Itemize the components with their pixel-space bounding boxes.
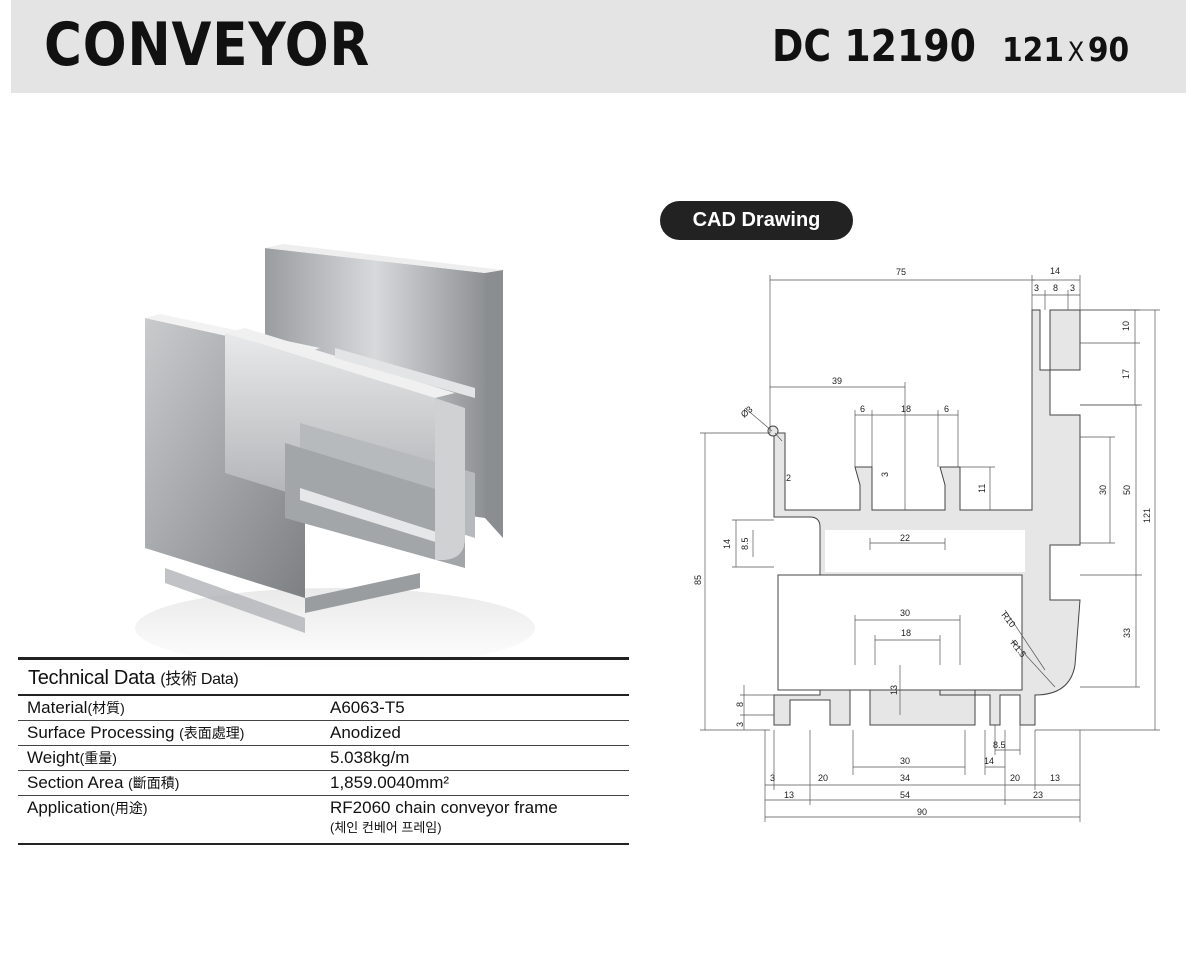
- dim-label: 30: [1098, 485, 1108, 495]
- dim-label: 3: [770, 773, 775, 783]
- dim-label: 14: [984, 756, 994, 766]
- dim-width: 121: [1002, 30, 1065, 69]
- dim-label: Ø3: [739, 404, 755, 419]
- dim-label: 30: [900, 608, 910, 618]
- dim-label: 13: [784, 790, 794, 800]
- dim-label: 10: [1121, 321, 1131, 331]
- header-bar: [11, 0, 1186, 93]
- dim-label: 13: [889, 685, 899, 695]
- dim-label: 85: [693, 575, 703, 585]
- dimension-labels: 75 14 3 8 3 10 17 39 6 18 6 Ø3 3 2 11 30…: [693, 266, 1152, 817]
- table-row: Application(用途) RF2060 chain conveyor fr…: [18, 796, 629, 845]
- dim-label: 3: [880, 472, 890, 477]
- page-title: CONVEYOR: [44, 10, 371, 80]
- dim-label: 54: [900, 790, 910, 800]
- row-key-text: Weight: [27, 748, 80, 767]
- dim-label: 8.5: [993, 740, 1006, 750]
- dim-label: 13: [1050, 773, 1060, 783]
- row-key-text: Application: [27, 798, 111, 817]
- row-key-sub: (材質): [87, 700, 125, 716]
- row-key: Section Area (斷面積): [18, 771, 330, 795]
- dimension-lines: [700, 275, 1160, 822]
- dim-label: 8: [735, 702, 745, 707]
- table-title-text: Technical Data: [28, 667, 155, 689]
- row-value-text: RF2060 chain conveyor frame: [330, 798, 558, 817]
- dim-label: 75: [896, 267, 906, 277]
- dim-label: 22: [900, 533, 910, 543]
- row-value: 5.038kg/m: [330, 748, 410, 767]
- table-title: Technical Data (技術 Data): [18, 660, 629, 696]
- profile-outline: [767, 309, 1081, 726]
- dim-label: 50: [1122, 485, 1132, 495]
- dim-label: 14: [1050, 266, 1060, 276]
- dim-label: 34: [900, 773, 910, 783]
- dim-label: 11: [977, 484, 987, 493]
- dim-label: 18: [901, 628, 911, 638]
- table-row: Surface Processing (表面處理) Anodized: [18, 721, 629, 746]
- dim-height: 90: [1087, 30, 1130, 69]
- row-value: A6063-T5: [330, 698, 405, 717]
- dim-label: 23: [1033, 790, 1043, 800]
- dim-label: 39: [832, 376, 842, 386]
- dim-separator: X: [1067, 37, 1085, 68]
- row-value: RF2060 chain conveyor frame (체인 컨베어 프레임): [330, 796, 629, 837]
- dim-label: 8: [1053, 283, 1058, 293]
- row-key: Weight(重量): [18, 746, 330, 770]
- row-value: 1,859.0040mm²: [330, 773, 450, 792]
- table-row: Section Area (斷面積) 1,859.0040mm²: [18, 771, 629, 796]
- product-photo: [135, 244, 535, 668]
- table-title-sub: (技術 Data): [160, 671, 239, 688]
- dim-label: 20: [1010, 773, 1020, 783]
- technical-data-table: Technical Data (技術 Data) Material(材質) A6…: [18, 657, 629, 845]
- dim-label: 3: [735, 722, 745, 727]
- dim-label: 6: [860, 404, 865, 414]
- model-number: DC 12190: [772, 21, 977, 72]
- row-key-sub: (重量): [79, 750, 117, 766]
- dim-label: 2: [786, 473, 791, 483]
- row-key-sub: (斷面積): [128, 775, 180, 791]
- dim-label: 6: [944, 404, 949, 414]
- dim-label: 14: [722, 539, 732, 549]
- dim-label: 30: [900, 756, 910, 766]
- row-key-text: Surface Processing: [27, 723, 175, 742]
- table-row: Weight(重量) 5.038kg/m: [18, 746, 629, 771]
- table-top-rule: [18, 657, 629, 660]
- row-key-sub: (用途): [110, 800, 148, 816]
- row-key-sub: (表面處理): [179, 725, 245, 741]
- dim-label: 17: [1121, 369, 1131, 379]
- row-key-text: Section Area: [27, 773, 124, 792]
- row-key: Material(材質): [18, 696, 330, 720]
- row-key: Application(用途): [18, 796, 330, 837]
- cad-drawing-label: CAD Drawing: [660, 201, 853, 240]
- dim-label: 33: [1122, 628, 1132, 638]
- dim-label: 20: [818, 773, 828, 783]
- row-value: Anodized: [330, 723, 401, 742]
- row-value-note: (체인 컨베어 프레임): [330, 820, 442, 835]
- row-key: Surface Processing (表面處理): [18, 721, 330, 745]
- dim-label: 90: [917, 807, 927, 817]
- row-key-text: Material: [27, 698, 88, 717]
- cad-drawing: 75 14 3 8 3 10 17 39 6 18 6 Ø3 3 2 11 30…: [693, 266, 1160, 822]
- dim-label: 3: [1070, 283, 1075, 293]
- dim-label: 18: [901, 404, 911, 414]
- dim-label: 121: [1142, 508, 1152, 523]
- table-row: Material(材質) A6063-T5: [18, 696, 629, 721]
- dim-label: 3: [1034, 283, 1039, 293]
- dim-label: 8.5: [740, 537, 750, 550]
